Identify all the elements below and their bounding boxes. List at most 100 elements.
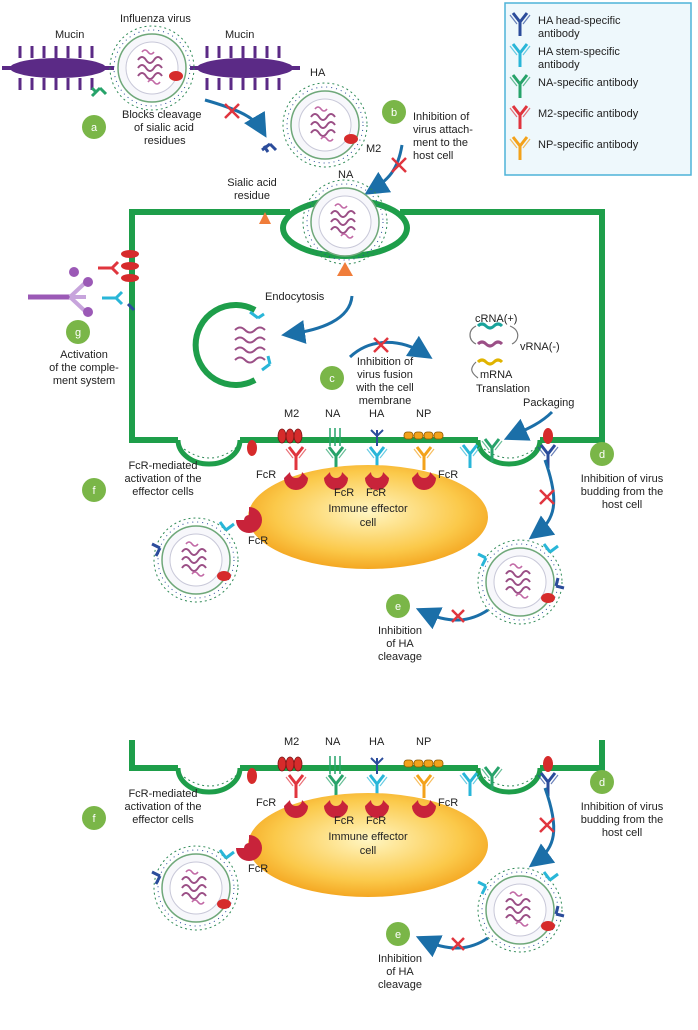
legend-antibody-icon: [509, 136, 531, 160]
badge-e-letter: e: [395, 929, 401, 941]
arrow-e: [415, 607, 489, 630]
m2-antibody-membrane: [98, 250, 139, 282]
fcr-label: FcR: [334, 487, 354, 499]
m2-protein: [277, 428, 303, 444]
fcr-receptor: [284, 472, 308, 490]
budding-pocket-right: [475, 767, 543, 795]
effector-label-2: cell: [360, 845, 377, 857]
legend-item: NP-specific antibody: [509, 136, 639, 160]
badge-c: c: [320, 366, 344, 390]
block-x-b: [391, 157, 407, 173]
fcr-receptor: [324, 472, 348, 490]
legend-antibody-icon: [509, 105, 531, 129]
svg-text:of the comple-: of the comple-: [49, 362, 119, 374]
np-antibody: [413, 774, 435, 798]
legend-label: M2-specific antibody: [538, 108, 639, 120]
label-e-2: of HA: [386, 966, 414, 978]
np-label: NP: [416, 736, 431, 748]
svg-text:c: c: [329, 373, 335, 385]
svg-text:Inhibition of: Inhibition of: [357, 356, 414, 368]
label-g: Activation of the comple- ment system: [49, 349, 119, 387]
rna-replication: [469, 322, 519, 379]
legend-item: M2-specific antibody: [509, 105, 639, 129]
virus-bound-effector: [151, 845, 239, 931]
endocytosis-label: Endocytosis: [265, 291, 325, 303]
badge-f-letter: f: [92, 813, 96, 825]
arrow-d: [528, 459, 556, 540]
label-f-2: activation of the: [124, 801, 201, 813]
block-x-c: [373, 337, 389, 353]
m2-label-top: M2: [366, 143, 381, 155]
label-e-1: Inhibition: [378, 625, 422, 637]
arrow-packaging: [503, 410, 554, 441]
badge-e: e: [386, 594, 410, 618]
block-x-d: [539, 489, 555, 505]
label-e-1: Inhibition: [378, 953, 422, 965]
svg-text:of sialic acid: of sialic acid: [134, 122, 194, 134]
m2-protein: [277, 756, 303, 772]
badge-d-letter: d: [599, 777, 605, 789]
ha-stem-antibody-bud: [459, 444, 481, 468]
complement-complex: [28, 267, 93, 317]
sialic-residue-2: [337, 262, 353, 276]
badge-f: f: [82, 478, 106, 502]
packaging-label: Packaging: [523, 397, 574, 409]
np-protein: [403, 759, 444, 768]
badge-b: b: [382, 100, 406, 124]
arrow-a: [204, 98, 267, 138]
label-e-2: of HA: [386, 638, 414, 650]
m2-antibody: [285, 446, 307, 470]
virus-budded: [477, 539, 565, 625]
ha-label: HA: [369, 736, 385, 748]
fcr-label: FcR: [256, 797, 276, 809]
na-antibody: [325, 774, 347, 798]
mucin-left-label: Mucin: [55, 29, 84, 41]
virus-budded: [477, 867, 565, 953]
arrow-d: [528, 787, 556, 868]
svg-text:a: a: [91, 122, 98, 134]
fcr-receptor-side: [236, 835, 262, 861]
badge-f-letter: f: [92, 485, 96, 497]
block-x-e: [451, 609, 465, 623]
svg-text:membrane: membrane: [359, 395, 412, 407]
np-label: NP: [416, 408, 431, 420]
arrow-endocytosis: [281, 295, 354, 344]
svg-text:Inhibition of: Inhibition of: [413, 111, 470, 123]
mucin-right-label: Mucin: [225, 29, 254, 41]
na-antibody: [325, 446, 347, 470]
effector-label-1: Immune effector: [328, 831, 408, 843]
mucin-right: [190, 46, 300, 90]
crna-label: cRNA(+): [475, 313, 517, 325]
svg-text:virus fusion: virus fusion: [357, 369, 413, 381]
fcr-label: FcR: [438, 797, 458, 809]
badge-g: g: [66, 320, 90, 344]
budding-pocket-left: [175, 439, 243, 467]
m2-protein-bud: [247, 440, 257, 456]
fcr-label: FcR: [366, 815, 386, 827]
m2-protein-bud: [247, 768, 257, 784]
svg-text:host cell: host cell: [413, 150, 453, 162]
svg-text:Blocks cleavage: Blocks cleavage: [122, 109, 202, 121]
badge-a: a: [82, 115, 106, 139]
m2-label: M2: [284, 736, 299, 748]
endosome: [192, 302, 272, 388]
legend-antibody-icon: [509, 74, 531, 98]
membrane-bottom: [129, 740, 605, 771]
badge-e-letter: e: [395, 601, 401, 613]
fcr-receptor: [412, 800, 436, 818]
legend-antibody-icon: [509, 12, 531, 36]
fcr-label: FcR: [248, 863, 268, 875]
legend-label: NP-specific antibody: [538, 139, 639, 151]
fcr-receptor: [365, 472, 389, 490]
na-protein: [329, 756, 341, 774]
sialic-residue-1: [259, 212, 271, 224]
label-d-2: budding from the: [581, 814, 664, 826]
arrow-e: [415, 935, 489, 958]
legend-label: HA head-specific: [538, 15, 621, 27]
svg-text:residues: residues: [144, 135, 186, 147]
label-d-3: host cell: [602, 499, 642, 511]
legend-antibody-icon: [509, 43, 531, 67]
svg-text:ment system: ment system: [53, 375, 115, 387]
legend-box: [504, 2, 692, 176]
